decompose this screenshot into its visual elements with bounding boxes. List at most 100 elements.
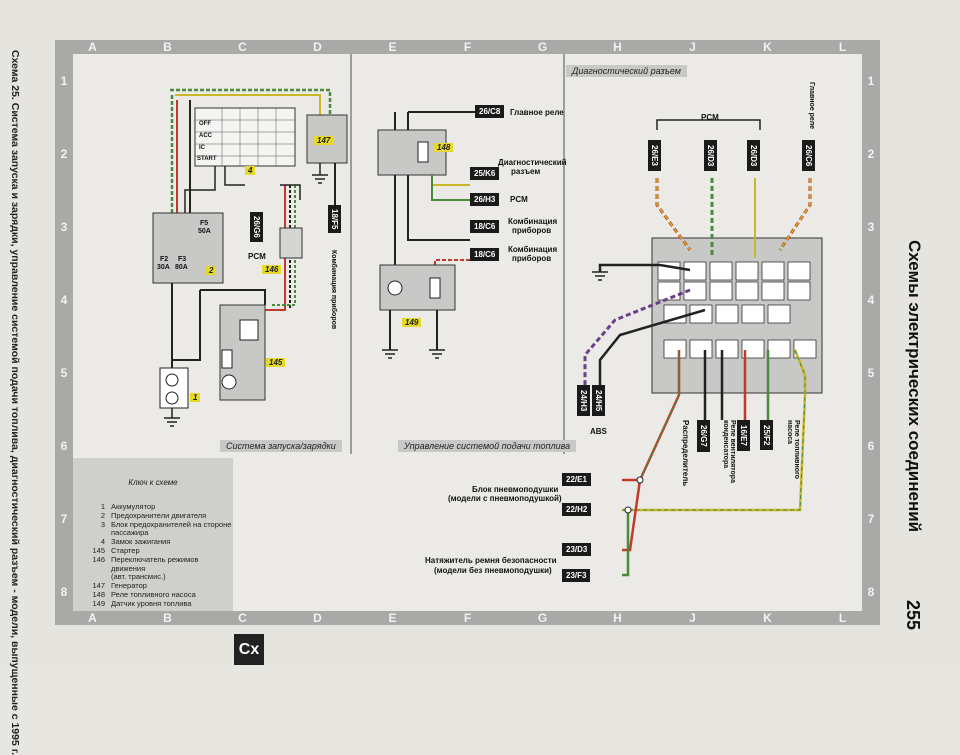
tag-ignition-switch: 4 bbox=[245, 166, 256, 175]
connector-25-k6: 25/K6 bbox=[470, 167, 500, 180]
tag-fuse-box: 2 bbox=[206, 266, 217, 275]
combo-b-label-2: приборов bbox=[512, 254, 552, 263]
col-label: H bbox=[613, 611, 622, 625]
combo-a-label-1: Комбинация bbox=[508, 217, 558, 226]
row-label: 1 bbox=[867, 74, 875, 88]
connector-26-d3: 26/D3 bbox=[704, 140, 717, 172]
connector-24-h3: 24/H3 bbox=[577, 385, 590, 417]
col-label: F bbox=[463, 611, 472, 625]
connector-26-g6: 26/G6 bbox=[250, 212, 263, 242]
combo-a-label-2: приборов bbox=[512, 226, 552, 235]
col-label: K bbox=[763, 611, 772, 625]
ign-off-label: OFF bbox=[199, 121, 211, 127]
connector-25-f2: 25/F2 bbox=[760, 420, 773, 451]
row-label: 1 bbox=[60, 74, 68, 88]
combo-vert-label: Комбинация приборов bbox=[330, 250, 337, 330]
col-label: B bbox=[163, 611, 172, 625]
tag-fuel-level-sensor: 149 bbox=[402, 318, 422, 327]
chapter-tab: Сх bbox=[234, 634, 264, 665]
fuse-f2-label: F2 bbox=[160, 256, 169, 263]
page-number: 255 bbox=[903, 600, 923, 631]
main-relay-vert-label: Главное реле bbox=[808, 82, 815, 130]
tag-battery: 1 bbox=[190, 393, 201, 402]
connector-23-f3: 23/F3 bbox=[562, 569, 591, 582]
row-label: 6 bbox=[60, 439, 68, 453]
tag-starter: 145 bbox=[266, 358, 286, 367]
row-label: 4 bbox=[60, 293, 68, 307]
connector-26-g7: 26/G7 bbox=[697, 420, 710, 452]
panel-divider bbox=[350, 54, 352, 454]
row-label: 7 bbox=[867, 512, 875, 526]
row-label: 8 bbox=[60, 585, 68, 599]
wiring-diagram bbox=[152, 88, 823, 577]
tag-alternator: 147 bbox=[314, 136, 334, 145]
fuse-f3-value: 80A bbox=[175, 264, 188, 271]
list-item: (авт. трансмис.) bbox=[111, 572, 166, 582]
abs-label: ABS bbox=[590, 427, 607, 436]
row-label: 6 bbox=[867, 439, 875, 453]
row-label: 3 bbox=[60, 220, 68, 234]
fuel-pump-relay-label: Реле топливного насоса bbox=[786, 420, 800, 480]
combo-b-label-1: Комбинация bbox=[508, 245, 558, 254]
key-title: Ключ к схеме bbox=[128, 478, 178, 487]
connector-18-c6-b: 18/C6 bbox=[470, 248, 500, 261]
connector-26-c8: 26/C8 bbox=[475, 105, 505, 118]
col-label: D bbox=[313, 40, 322, 54]
row-ruler-left: 1 2 3 4 5 6 7 8 bbox=[55, 54, 73, 611]
col-label: H bbox=[613, 40, 622, 54]
row-label: 2 bbox=[60, 147, 68, 161]
fuse-f3-label: F3 bbox=[178, 256, 187, 263]
fuel-pump-relay-box bbox=[377, 129, 447, 176]
col-label: C bbox=[238, 611, 247, 625]
col-label: E bbox=[388, 611, 397, 625]
connector-18-f5: 18/F5 bbox=[328, 205, 341, 234]
row-label: 2 bbox=[867, 147, 875, 161]
pcm-label: PCM bbox=[510, 195, 528, 204]
ign-ic-label: IC bbox=[199, 145, 205, 151]
col-label: C bbox=[238, 40, 247, 54]
col-label: J bbox=[689, 611, 696, 625]
col-label: G bbox=[537, 40, 548, 54]
connector-26-h3: 26/H3 bbox=[470, 193, 500, 206]
column-ruler-top: A B C D E F G H J K L bbox=[55, 40, 880, 54]
fuse-f5-value: 50A bbox=[198, 228, 211, 235]
pcm-left-label: PCM bbox=[248, 252, 266, 261]
fuse-f2-value: 30A bbox=[157, 264, 170, 271]
ign-start-label: START bbox=[197, 156, 217, 162]
col-label: G bbox=[537, 611, 548, 625]
col-label: A bbox=[88, 40, 97, 54]
tag-inhibitor-switch: 146 bbox=[262, 265, 282, 274]
row-ruler-right: 1 2 3 4 5 6 7 8 bbox=[862, 54, 880, 611]
tensioner-label-b: (модели без пневмоподушки) bbox=[434, 566, 552, 575]
col-label: K bbox=[763, 40, 772, 54]
diag-conn-label-a: Диагностический bbox=[498, 158, 567, 167]
caption-fuel-control: Управление системой подачи топлива bbox=[398, 440, 577, 452]
airbag-label-b: (модели с пневмоподушкой) bbox=[448, 494, 562, 503]
connector-24-h5: 24/H5 bbox=[592, 385, 605, 417]
row-label: 3 bbox=[867, 220, 875, 234]
airbag-label-a: Блок пневмоподушки bbox=[472, 485, 559, 494]
col-label: J bbox=[689, 40, 696, 54]
diag-conn-label-b: разъем bbox=[511, 167, 541, 176]
row-label: 5 bbox=[60, 366, 68, 380]
col-label: A bbox=[88, 611, 97, 625]
caption-diag-connector: Диагностический разъем bbox=[566, 65, 687, 77]
cond-fan-relay-label: Реле вентилятора конденсатора bbox=[722, 420, 736, 483]
connector-26-d3-b: 26/D3 bbox=[747, 140, 760, 172]
ignition-switch-box bbox=[194, 107, 296, 167]
row-label: 4 bbox=[867, 293, 875, 307]
pcm-top-label: PCM bbox=[701, 113, 719, 122]
ign-acc-label: ACC bbox=[199, 133, 212, 139]
main-relay-label: Главное реле bbox=[510, 108, 564, 117]
tag-fuel-pump-relay: 148 bbox=[434, 143, 454, 152]
